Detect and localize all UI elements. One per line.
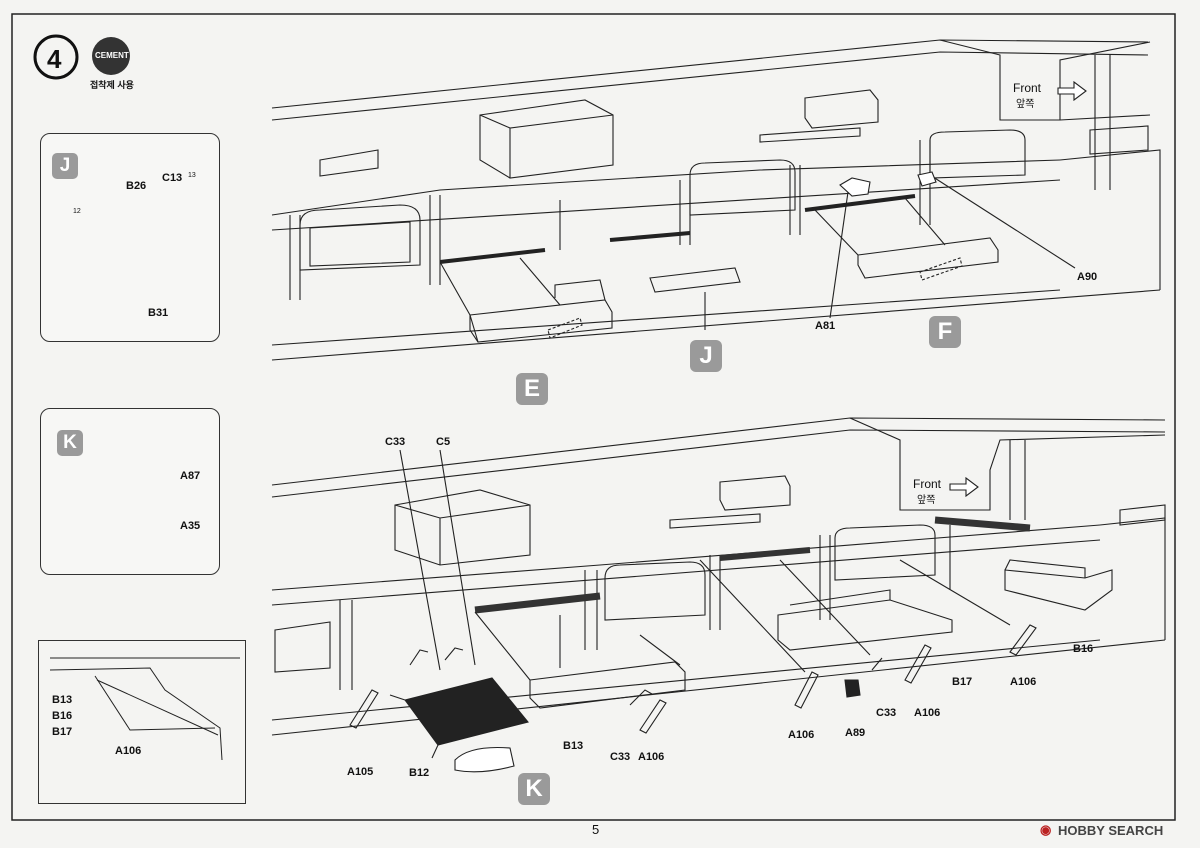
lower-front-label-kr: 앞쪽: [917, 495, 936, 506]
callout-c5-top: C5: [436, 436, 451, 448]
callout-a89: A89: [845, 727, 866, 739]
callout-a106-right: A106: [1010, 676, 1037, 688]
cement-circle: [92, 37, 130, 75]
watermark-logo-icon: ◉: [1040, 822, 1052, 837]
part-b31: B31: [148, 307, 169, 319]
subassembly-j-letter: J: [52, 153, 78, 179]
callout-b12: B12: [409, 767, 430, 779]
part-a87: A87: [180, 470, 201, 482]
part-c13: C13: [162, 172, 183, 184]
callout-a106-mid: A106: [914, 707, 941, 719]
step-circle: [33, 34, 79, 80]
upper-hull-drawing: [271, 39, 1161, 361]
detail-part-b13: B13: [52, 694, 73, 706]
cement-badge: CEMENT: [95, 51, 129, 60]
badge-c13: 13: [188, 172, 196, 179]
letter-f: F: [929, 316, 961, 348]
lower-hull-drawing: [271, 417, 1166, 773]
detail-part-a106: A106: [115, 745, 142, 757]
callout-c33-mid: C33: [876, 707, 897, 719]
callout-a81: A81: [815, 320, 836, 332]
callout-a106-left-mid: A106: [788, 729, 815, 741]
callout-b13: B13: [563, 740, 584, 752]
part-b26: B26: [126, 180, 147, 192]
callout-a105: A105: [347, 766, 374, 778]
cement-note: 접착제 사용: [90, 80, 134, 90]
step-number: 4: [47, 44, 62, 74]
detail-panel: [38, 640, 246, 804]
detail-part-b16: B16: [52, 710, 73, 722]
callout-a90: A90: [1077, 271, 1098, 283]
callout-b17: B17: [952, 676, 973, 688]
upper-front-label: Front: [1013, 81, 1042, 95]
letter-e: E: [516, 373, 548, 405]
callout-a106-bottom: A106: [638, 751, 665, 763]
subassembly-k-letter: K: [57, 430, 83, 456]
page-number: 5: [592, 822, 600, 837]
letter-k: K: [518, 773, 550, 805]
part-a35: A35: [180, 520, 201, 532]
detail-part-b17: B17: [52, 726, 73, 738]
callout-c33-top: C33: [385, 436, 406, 448]
watermark: HOBBY SEARCH: [1058, 823, 1164, 838]
lower-front-label: Front: [913, 477, 942, 491]
callout-b16: B16: [1073, 643, 1094, 655]
callout-c33-bottom: C33: [610, 751, 631, 763]
badge-deck: 12: [73, 208, 81, 215]
letter-j: J: [690, 340, 722, 372]
upper-front-label-kr: 앞쪽: [1016, 99, 1035, 110]
